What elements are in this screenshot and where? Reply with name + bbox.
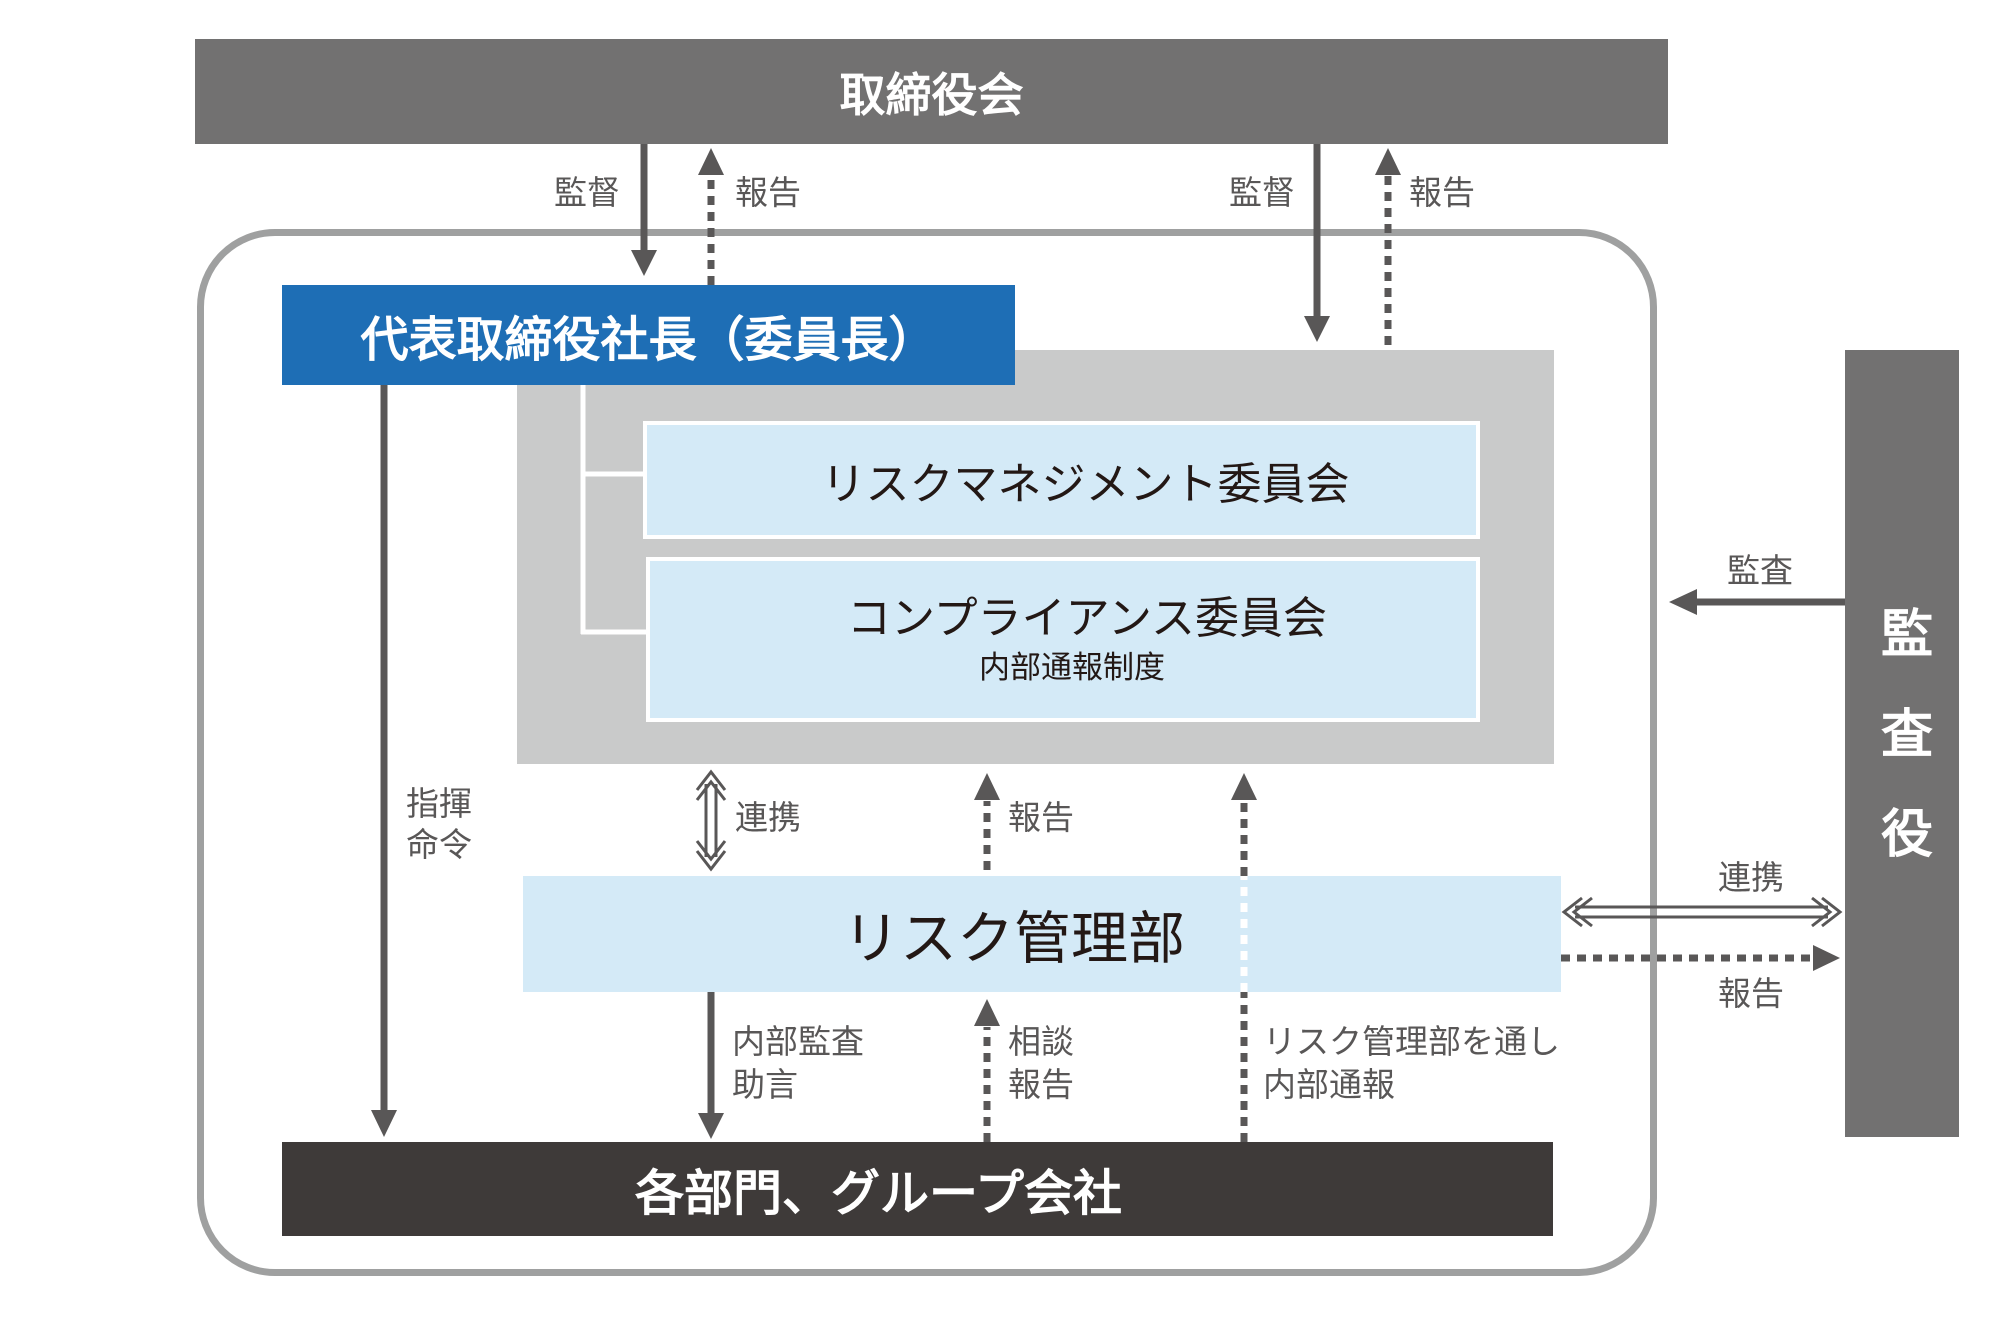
whistleblowing-label-line1: リスク管理部を通し <box>1263 1022 1560 1061</box>
auditors-box: 監査役 <box>1845 350 1959 1137</box>
company-frame <box>197 229 1657 1276</box>
risk-management-committee-label: リスクマネジメント委員会 <box>821 459 1350 510</box>
risk-to-committees-label: 報告 <box>1008 798 1074 837</box>
risk-to-divisions-label-line2: 助言 <box>732 1065 798 1104</box>
board-of-directors-label: 取締役会 <box>839 67 1024 122</box>
compliance-committee-box: コンプライアンス委員会 内部通報制度 <box>646 557 1480 722</box>
risk-auditors-link-label: 連携 <box>1718 858 1784 897</box>
divisions-to-risk-label-line2: 報告 <box>1008 1065 1074 1104</box>
board-of-directors-box: 取締役会 <box>195 39 1668 144</box>
whistleblowing-system-label: 内部通報制度 <box>979 649 1165 686</box>
board-to-president-label: 監督 <box>554 173 620 212</box>
auditors-label: 監査役 <box>1871 605 1932 906</box>
whistleblowing-label-line2: 内部通報 <box>1263 1065 1395 1104</box>
divisions-group-companies-box: 各部門、グループ会社 <box>282 1142 1553 1236</box>
risk-management-department-box: リスク管理部 <box>523 876 1561 992</box>
divisions-to-risk-label: 相談 報告 <box>1008 1020 1074 1106</box>
auditors-to-company-arrow <box>1669 589 1845 615</box>
risk-management-department-label: リスク管理部 <box>843 906 1185 972</box>
compliance-committee-label: コンプライアンス委員会 <box>846 592 1328 644</box>
divisions-to-risk-label-line1: 相談 <box>1008 1022 1074 1061</box>
president-label: 代表取締役社長（委員長） <box>360 312 937 368</box>
risk-to-divisions-label-line1: 内部監査 <box>732 1022 864 1061</box>
president-to-divisions-label-line1: 指揮 <box>406 784 472 823</box>
risk-to-divisions-label: 内部監査 助言 <box>732 1020 864 1106</box>
committees-to-board-label: 報告 <box>1409 173 1475 212</box>
board-to-committees-label: 監督 <box>1229 173 1295 212</box>
president-to-board-label: 報告 <box>735 173 801 212</box>
risk-to-auditors-label: 報告 <box>1718 974 1784 1013</box>
president-to-divisions-label-line2: 命令 <box>406 825 472 864</box>
risk-management-committee-box: リスクマネジメント委員会 <box>643 421 1480 539</box>
president-to-divisions-label: 指揮 命令 <box>406 783 472 865</box>
whistleblowing-label: リスク管理部を通し 内部通報 <box>1263 1020 1560 1106</box>
divisions-group-companies-label: 各部門、グループ会社 <box>634 1164 1123 1222</box>
president-box: 代表取締役社長（委員長） <box>282 285 1015 385</box>
committees-risk-link-label: 連携 <box>735 798 801 837</box>
auditors-to-company-label: 監査 <box>1727 551 1793 590</box>
